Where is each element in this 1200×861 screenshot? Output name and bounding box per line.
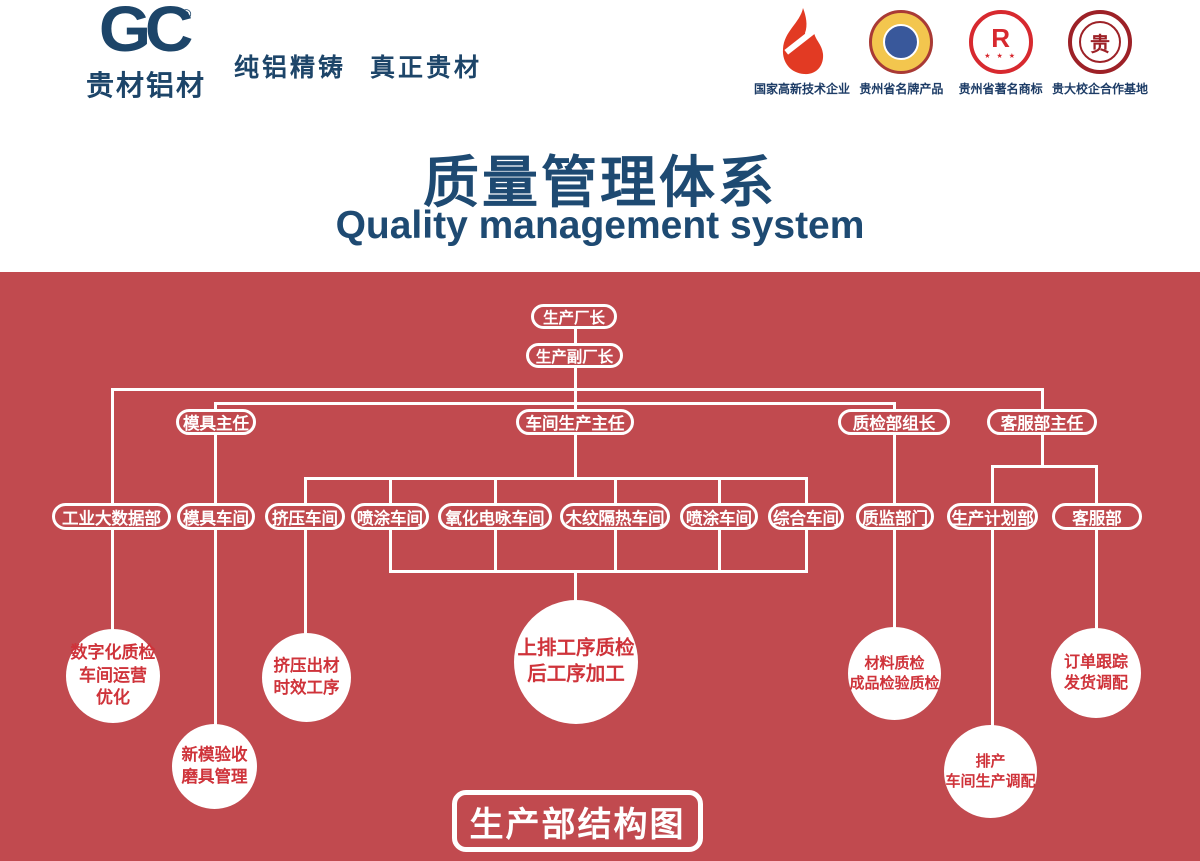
connector-line [389, 477, 392, 504]
scheduling-circle: 排产 车间生产调配 [944, 725, 1037, 818]
flame-icon [774, 6, 830, 78]
connector-line [991, 465, 994, 504]
seal-character: 贵 [1078, 21, 1121, 63]
connector-line [1041, 434, 1044, 468]
circle-text-line: 优化 [96, 688, 130, 708]
connector-line [304, 477, 808, 480]
connector-line [1041, 388, 1044, 411]
node-workshop-production-director: 车间生产主任 [516, 409, 634, 435]
connector-line [494, 528, 497, 573]
connector-line [111, 388, 114, 504]
company-name: 贵材铝材 [86, 70, 207, 101]
brand-medal-icon [869, 6, 934, 78]
connector-line [805, 528, 808, 573]
node-mold-director: 模具主任 [176, 409, 256, 435]
node-production-director: 生产厂长 [531, 304, 617, 329]
node-extrusion-workshop: 挤压车间 [265, 503, 345, 530]
connector-line [389, 570, 808, 573]
circle-text-line: 上排工序质检 [517, 637, 635, 660]
circle-text-line: 数字化质检 [70, 643, 156, 663]
new-mold-circle: 新模验收 磨具管理 [172, 724, 257, 809]
connector-line [1095, 465, 1098, 504]
connector-line [718, 528, 721, 573]
node-industrial-big-data-dept: 工业大数据部 [52, 503, 171, 530]
page-subtitle: Quality management system [335, 204, 865, 247]
connector-line [614, 477, 617, 504]
circle-text-line: 材料质检 [864, 654, 925, 672]
node-spray-workshop-2: 喷涂车间 [680, 503, 758, 530]
badge-label: 国家高新技术企业 [754, 82, 851, 96]
connector-line [304, 477, 307, 504]
production-dept-structure-banner: 生产部结构图 [452, 790, 703, 852]
circle-text-line: 时效工序 [273, 678, 340, 697]
circle-text-line: 订单跟踪 [1063, 653, 1128, 671]
badge-label: 贵州省著名商标 [958, 82, 1043, 96]
connector-line [111, 388, 1044, 391]
badge-high-tech-enterprise: 国家高新技术企业 [754, 6, 851, 97]
circle-text-line: 车间生产调配 [945, 772, 1036, 790]
node-quality-supervision-dept: 质监部门 [856, 503, 934, 530]
node-spray-workshop-1: 喷涂车间 [351, 503, 429, 530]
circle-text-line: 发货调配 [1063, 675, 1128, 692]
node-mold-workshop: 模具车间 [177, 503, 255, 530]
connector-line [893, 402, 896, 411]
connector-line [214, 434, 217, 504]
connector-line [574, 570, 577, 602]
connector-line [718, 477, 721, 504]
connector-line [1095, 528, 1098, 629]
badge-famous-trademark: R ★ ★ ★ 贵州省著名商标 [954, 6, 1048, 97]
connector-line [805, 477, 808, 504]
trademark-icon: R ★ ★ ★ [968, 6, 1033, 78]
circle-text-line: 新模验收 [181, 745, 248, 764]
connector-line [214, 402, 217, 411]
company-logo-icon: GC [98, 0, 194, 65]
circle-text-line: 成品检验质检 [849, 674, 940, 692]
connector-line [893, 434, 896, 504]
badge-university-cooperation: 贵 贵大校企合作基地 [1051, 6, 1148, 97]
upper-process-qc-circle: 上排工序质检 后工序加工 [514, 600, 638, 724]
trademark-stars: ★ ★ ★ [984, 52, 1018, 60]
connector-line [574, 434, 577, 479]
badge-label: 贵州省名牌产品 [859, 82, 944, 96]
connector-line [389, 528, 392, 573]
material-qc-circle: 材料质检 成品检验质检 [848, 627, 941, 720]
node-oxidation-workshop: 氧化电咏车间 [438, 503, 552, 530]
node-production-planning-dept: 生产计划部 [947, 503, 1038, 530]
order-tracking-circle: 订单跟踪 发货调配 [1051, 628, 1141, 718]
digital-qc-circle: 数字化质检 车间运营 优化 [66, 629, 160, 723]
badge-label: 贵大校企合作基地 [1051, 82, 1148, 96]
node-woodgrain-insulation-workshop: 木纹隔热车间 [560, 503, 670, 530]
connector-line [991, 528, 994, 726]
connector-line [893, 528, 896, 628]
node-general-workshop: 综合车间 [768, 503, 844, 530]
node-deputy-production-director: 生产副厂长 [526, 343, 623, 368]
connector-line [304, 528, 307, 635]
connector-line [111, 528, 114, 630]
node-customer-service-dept: 客服部 [1052, 503, 1142, 530]
connector-line [214, 402, 896, 405]
trademark-letter: R [991, 22, 1011, 53]
badge-famous-brand-product: 贵州省名牌产品 [854, 6, 948, 97]
registered-trademark-icon: ® [181, 6, 192, 22]
circle-text-line: 车间运营 [79, 665, 147, 685]
connector-line [214, 528, 217, 726]
university-seal-icon: 贵 [1067, 6, 1132, 78]
circle-text-line: 排产 [975, 752, 1006, 770]
page-title: 质量管理体系 [423, 151, 777, 214]
node-customer-service-director: 客服部主任 [987, 409, 1097, 435]
circle-text-line: 挤压出材 [273, 656, 340, 675]
circle-text-line: 磨具管理 [181, 767, 248, 786]
extrusion-aging-circle: 挤压出材 时效工序 [262, 633, 351, 722]
connector-line [614, 528, 617, 573]
node-qc-team-leader: 质检部组长 [838, 409, 950, 435]
connector-line [494, 477, 497, 504]
circle-text-line: 后工序加工 [527, 663, 625, 685]
company-tagline: 纯铝精铸 真正贵材 [234, 54, 482, 82]
connector-line [574, 328, 577, 345]
connector-line [991, 465, 1098, 468]
certification-badges: 国家高新技术企业 贵州省名牌产品 R ★ ★ ★ 贵州省著名商标 贵 [754, 6, 1148, 97]
